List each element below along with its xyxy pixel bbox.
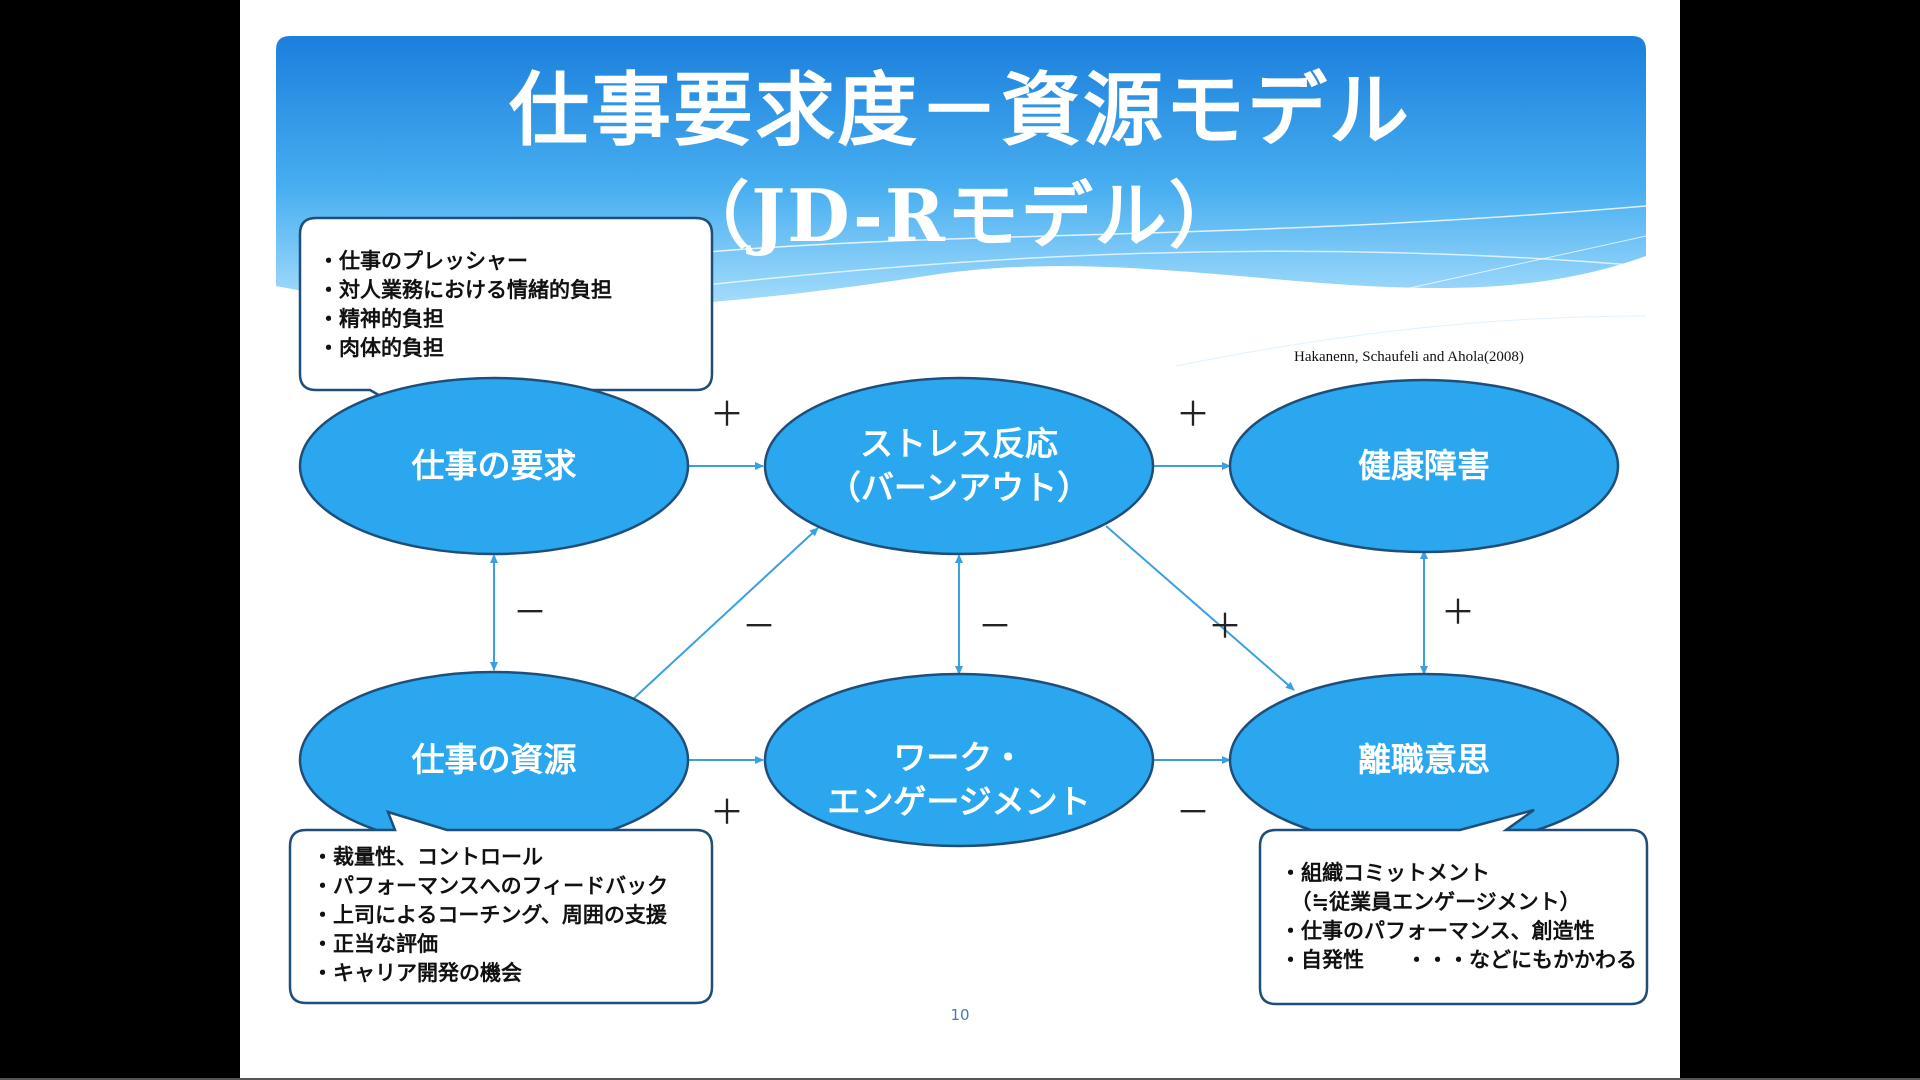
- sign-demands-to-stress: ＋: [710, 395, 744, 435]
- page-number: 10: [950, 1006, 970, 1024]
- callout-demands-item: ・精神的負担: [318, 306, 444, 331]
- node-stress-label-line2: （バーンアウト）: [827, 468, 1091, 507]
- bottom-bar: [0, 1078, 1920, 1080]
- page-title-line2: （JD-Rモデル）: [677, 173, 1243, 258]
- callout-resources-item: ・正当な評価: [312, 931, 438, 956]
- node-engagement-label-line1: ワーク・: [893, 738, 1025, 777]
- node-stress: [763, 376, 1155, 556]
- callout-demands-item: ・対人業務における情緒的負担: [318, 277, 612, 302]
- callout-resources-item: ・上司によるコーチング、周囲の支援: [312, 902, 667, 927]
- node-engagement-label-line2: エンゲージメント: [827, 782, 1091, 821]
- node-job-demands: [298, 376, 690, 556]
- callout-resources-item: ・キャリア開発の機会: [312, 960, 522, 985]
- sign-stress-engagement: －: [978, 607, 1012, 647]
- callout-demands-item: ・肉体的負担: [318, 335, 444, 360]
- callout-turnover-text: ・組織コミットメント （≒従業員エンゲージメント） ・仕事のパフォーマンス、創造…: [1240, 858, 1637, 974]
- node-job-resources-label: 仕事の資源: [411, 740, 577, 779]
- node-engagement: [763, 672, 1155, 848]
- callout-resources-text: ・裁量性、コントロール ・パフォーマンスへのフィードバック ・上司によるコーチン…: [312, 842, 668, 987]
- sign-stress-to-health: ＋: [1176, 395, 1210, 435]
- callout-resources-item: ・裁量性、コントロール: [312, 844, 543, 869]
- callout-resources-box: [288, 810, 714, 1005]
- node-job-demands-label: 仕事の要求: [411, 446, 577, 485]
- node-stress-label: ストレス反応 （バーンアウト）: [765, 422, 1153, 510]
- node-health-label: 健康障害: [1358, 446, 1490, 485]
- node-stress-label-line1: ストレス反応: [860, 424, 1058, 463]
- sign-resources-to-engagement: ＋: [710, 793, 744, 833]
- slide: 仕事要求度－資源モデル （JD-Rモデル） Hakanenn, Schaufel…: [240, 0, 1680, 1078]
- sign-engagement-to-turnover: －: [1176, 793, 1210, 833]
- callout-turnover-item: ・自発性 ・・・などにもかかわる: [1280, 947, 1637, 972]
- sign-resources-to-stress: －: [742, 607, 776, 647]
- callout-demands-text: ・仕事のプレッシャー ・対人業務における情緒的負担 ・精神的負担 ・肉体的負担: [318, 246, 612, 362]
- callout-turnover-item: ・仕事のパフォーマンス、創造性: [1280, 918, 1595, 943]
- node-turnover-label: 離職意思: [1358, 740, 1490, 779]
- node-engagement-label: ワーク・ エンゲージメント: [765, 736, 1153, 824]
- arrow-stress-to-turnover: [1105, 525, 1295, 691]
- jdr-diagram: [288, 216, 1649, 1006]
- callout-resources-item: ・パフォーマンスへのフィードバック: [312, 873, 669, 898]
- arrow-resources-to-stress: [631, 527, 819, 701]
- citation: Hakanenn, Schaufeli and Ahola(2008): [1294, 349, 1524, 365]
- page-title-line1: 仕事要求度－資源モデル: [509, 63, 1411, 157]
- node-health: [1228, 378, 1620, 554]
- callout-demands-item: ・仕事のプレッシャー: [318, 248, 528, 273]
- sign-health-turnover: ＋: [1441, 593, 1475, 633]
- callout-turnover-item: ・組織コミットメント: [1280, 860, 1490, 885]
- callout-turnover-box: [1258, 808, 1649, 1006]
- callout-turnover-item: （≒従業員エンゲージメント）: [1280, 889, 1581, 914]
- sign-demands-resources: －: [513, 593, 547, 633]
- sign-stress-to-turnover: ＋: [1208, 607, 1242, 647]
